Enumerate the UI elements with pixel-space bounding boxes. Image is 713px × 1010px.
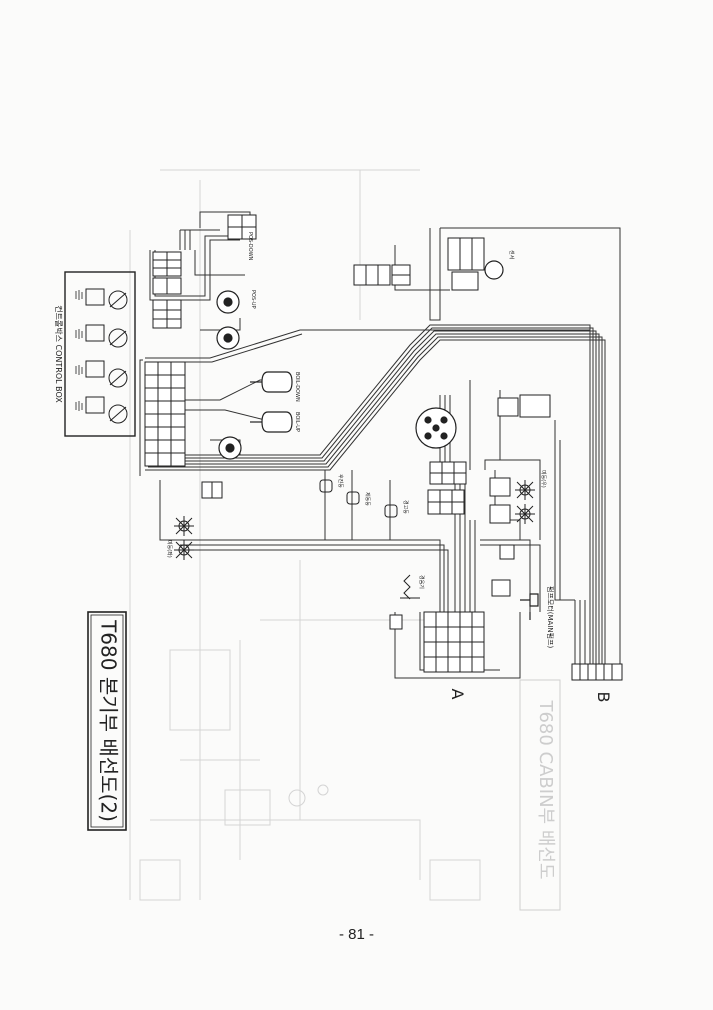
ghost-lines [129, 169, 481, 901]
control-box-label: 컨트롤박스 CONTROL BOX [54, 305, 64, 403]
label-horn: 경음기 [418, 575, 425, 589]
round-connectors [216, 260, 504, 460]
label-boil-up: BOIL-UP [294, 412, 300, 432]
label-brake-light: 제동등 [364, 492, 371, 506]
svg-text:T680 CABIN부 배선도: T680 CABIN부 배선도 [535, 699, 556, 879]
connector-b-label: B [594, 692, 613, 703]
label-pos-down: POS-DOWN [247, 232, 253, 261]
label-reverse-light: 후진등 [337, 474, 344, 488]
label-lamp-left: 미등(좌) [166, 540, 173, 558]
label-warning-lamp: 경고등 [402, 500, 409, 514]
page-number: - 81 - [338, 926, 374, 943]
pump-motor [520, 593, 539, 620]
control-box: 컨트롤박스 CONTROL BOX [54, 271, 136, 437]
diagram-title: T680 본기부 배선도(2) [97, 619, 121, 822]
wire-harness [139, 211, 621, 679]
label-main-pump: 펌프모터(MAIN펌프) [546, 586, 555, 648]
label-boil-down: BOIL-DOWN [294, 372, 300, 402]
connector-a-label: A [448, 689, 467, 700]
solenoids [250, 371, 293, 433]
connector-blocks [144, 214, 623, 681]
ghost-text-block: T680 CABIN부 배선도 [519, 679, 561, 911]
component-labels: POS-DOWN POS-UP BOIL-DOWN BOIL-UP 펌프모터(M… [166, 232, 555, 648]
label-lamp-right: 미등(우) [540, 470, 547, 488]
title-box: T680 본기부 배선도(2) [87, 611, 127, 831]
label-pos-up: POS-UP [250, 290, 256, 309]
lamps [174, 479, 535, 600]
label-sensor: 센서 [508, 250, 515, 259]
